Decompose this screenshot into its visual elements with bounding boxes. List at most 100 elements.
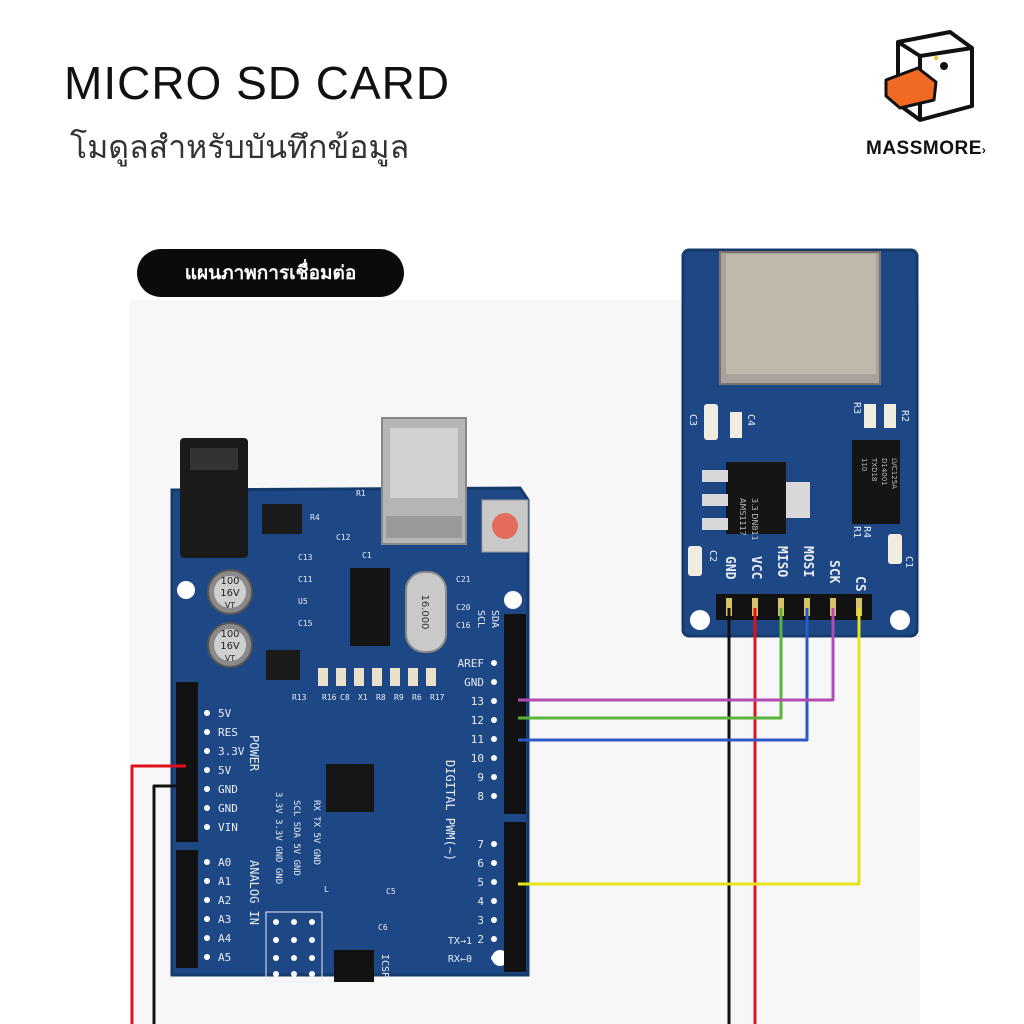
- svg-text:16V: 16V: [220, 641, 240, 652]
- icsp-label: ICSP: [379, 954, 390, 978]
- wire-gnd-arduino: [152, 784, 186, 1024]
- svg-text:U5: U5: [298, 597, 308, 606]
- digital-pin-label: SDA: [489, 610, 500, 628]
- voltage-regulator: AMS1117 3.3 DN811: [702, 462, 810, 541]
- svg-text:VT: VT: [225, 654, 235, 663]
- digital-pin-label: 11: [471, 733, 484, 746]
- digital-pin-label: 9: [477, 771, 484, 784]
- brand-name: MASSMORE›: [866, 138, 987, 159]
- page-subtitle: โมดูลสำหรับบันทึกข้อมูล: [70, 128, 410, 166]
- svg-text:C1: C1: [362, 551, 372, 560]
- svg-text:R9: R9: [394, 693, 404, 702]
- sd-label-c1: C1: [903, 556, 914, 568]
- power-pin-label: RES: [218, 726, 238, 739]
- sd-label-r3: R3: [851, 402, 862, 414]
- power-header: [176, 682, 198, 842]
- svg-text:C16: C16: [456, 621, 471, 630]
- analog-pin-label: A4: [218, 932, 232, 945]
- sd-pin-label-cs: CS: [852, 576, 867, 592]
- digital-header-top: [504, 614, 526, 814]
- analog-pin-label: A1: [218, 875, 231, 888]
- sd-pin-label-sck: SCK: [826, 560, 841, 584]
- analog-pin-label: A3: [218, 913, 231, 926]
- digital-pin-label: 12: [471, 714, 484, 727]
- sd-pin-label-gnd: GND: [722, 556, 737, 580]
- digital-pin-label: 2: [477, 933, 484, 946]
- comm-label-1: RX TX 5V GND: [311, 800, 321, 865]
- analog-pin-label: A5: [218, 951, 231, 964]
- sd-label-c4: C4: [745, 414, 756, 426]
- svg-text:R17: R17: [430, 693, 445, 702]
- svg-text:3.3 DN811: 3.3 DN811: [750, 498, 759, 541]
- svg-text:X1: X1: [358, 693, 368, 702]
- svg-text:100: 100: [220, 576, 239, 587]
- digital-pin-label: 3: [477, 914, 484, 927]
- svg-text:R13: R13: [292, 693, 307, 702]
- power-pin-label: 5V: [218, 764, 232, 777]
- svg-text:R6: R6: [412, 693, 422, 702]
- svg-text:C6: C6: [378, 923, 388, 932]
- digital-pin-label: 4: [477, 895, 484, 908]
- sd-pin-label-vcc: VCC: [748, 556, 763, 579]
- power-pin-label: 5V: [218, 707, 232, 720]
- sd-label-c2: C2: [707, 550, 718, 562]
- power-section-label: POWER: [247, 735, 261, 772]
- svg-text:16.000: 16.000: [419, 595, 430, 630]
- power-pin-label: GND: [218, 783, 238, 796]
- svg-text:C15: C15: [298, 619, 313, 628]
- svg-text:16V: 16V: [220, 588, 240, 599]
- svg-text:TXD18: TXD18: [870, 457, 878, 481]
- digital-pin-label: GND: [464, 676, 484, 689]
- analog-section-label: ANALOG IN: [247, 860, 261, 925]
- svg-text:C8: C8: [340, 693, 350, 702]
- crystal-oscillator: 16.000: [405, 571, 447, 653]
- digital-pin-label: 13: [471, 695, 484, 708]
- duck-box-icon: [884, 30, 974, 122]
- digital-pin-label: 7: [477, 838, 484, 851]
- capacitor-1: 100 16V VT: [207, 569, 253, 615]
- level-shifter-chip: 110 TXD18 D14001 LVC125A: [852, 440, 900, 524]
- svg-text:VT: VT: [225, 601, 235, 610]
- svg-text:C11: C11: [298, 575, 313, 584]
- digital-pin-label-tx: TX→1: [448, 936, 472, 947]
- sd-label-c3: C3: [687, 414, 698, 426]
- digital-section-label: DIGITAL PWM(~): [443, 760, 457, 861]
- svg-text:L: L: [324, 885, 329, 894]
- wire-5v-arduino: [130, 764, 186, 1024]
- wire-miso: [518, 608, 783, 720]
- svg-text:C20: C20: [456, 603, 471, 612]
- wire-sck: [518, 608, 835, 702]
- svg-text:C13: C13: [298, 553, 313, 562]
- svg-text:100: 100: [220, 629, 239, 640]
- svg-text:110: 110: [860, 458, 868, 471]
- analog-header: [176, 850, 198, 968]
- wire-cs: [518, 608, 861, 886]
- svg-text:R8: R8: [376, 693, 386, 702]
- svg-text:LVC125A: LVC125A: [890, 458, 898, 489]
- svg-text:C12: C12: [336, 533, 351, 542]
- digital-pin-label: 5: [477, 876, 484, 889]
- digital-pin-label: SCL: [475, 610, 486, 628]
- digital-pin-label: 10: [471, 752, 484, 765]
- power-pin-label: VIN: [218, 821, 238, 834]
- digital-header-bottom: [504, 822, 526, 972]
- comm-label-2: SCL SDA 5V GND: [291, 800, 301, 876]
- digital-pin-label: 8: [477, 790, 484, 803]
- sd-pin-header: [716, 594, 872, 620]
- power-pin-label: 3.3V: [218, 745, 245, 758]
- comm-label-3: 3.3V 3.3V GND GND: [273, 792, 283, 884]
- sd-label-r1: R1: [851, 526, 862, 538]
- mcu-chip: [326, 764, 374, 812]
- connection-diagram-label: แผนภาพการเชื่อมต่อ: [137, 249, 404, 297]
- wire-mosi: [518, 608, 809, 742]
- digital-pin-label-rx: RX←0: [448, 954, 472, 965]
- analog-pin-label: A0: [218, 856, 231, 869]
- sd-label-r4: R4: [861, 526, 872, 538]
- power-pin-label: GND: [218, 802, 238, 815]
- svg-text:AMS1117: AMS1117: [738, 498, 747, 536]
- sd-pin-label-mosi: MOSI: [800, 546, 815, 577]
- svg-text:R16: R16: [322, 693, 337, 702]
- digital-pin-label: 6: [477, 857, 484, 870]
- svg-text:R1: R1: [356, 489, 366, 498]
